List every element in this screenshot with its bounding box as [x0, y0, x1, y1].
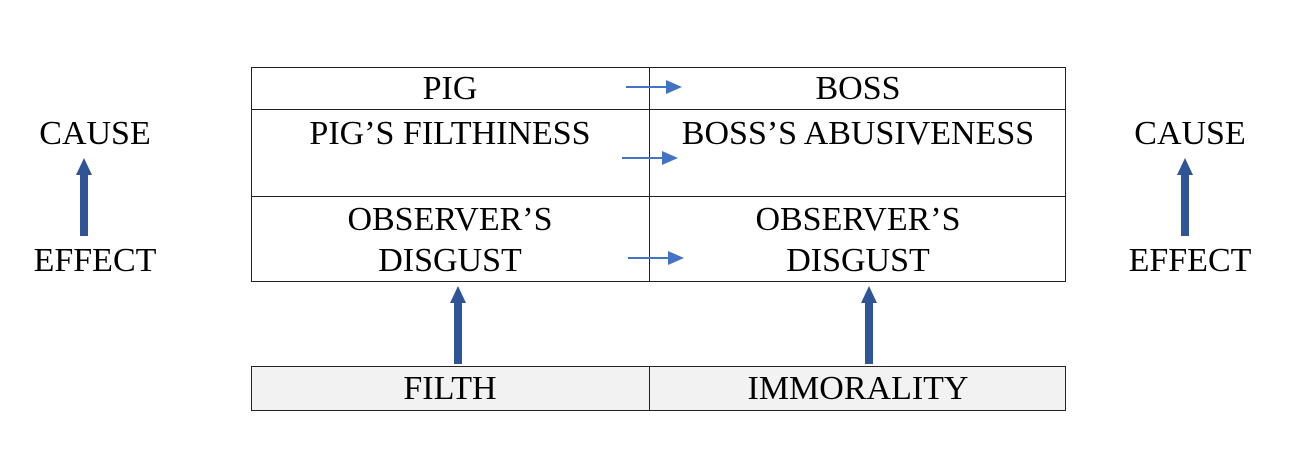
bottom-table-column-divider — [649, 366, 650, 411]
bottom-table-fill — [252, 367, 1065, 410]
arrow-right-icon — [626, 80, 682, 94]
main-table — [251, 67, 1066, 282]
header-boss: BOSS — [815, 70, 901, 107]
cause-boss-abusiveness: BOSS’S ABUSIVENESS — [681, 115, 1035, 152]
bottom-filth: FILTH — [403, 370, 497, 407]
arrow-up-icon — [861, 286, 877, 364]
bottom-immorality: IMMORALITY — [747, 370, 969, 407]
arrow-up-icon — [1177, 158, 1193, 236]
right-effect-label: EFFECT — [1128, 242, 1252, 279]
effect-left-line1: OBSERVER’S — [347, 201, 553, 238]
cause-pig-filthiness: PIG’S FILTHINESS — [309, 115, 591, 152]
main-table-column-divider — [649, 67, 650, 282]
bottom-table — [251, 366, 1066, 411]
left-cause-label: CAUSE — [39, 115, 151, 152]
arrow-up-icon — [450, 286, 466, 364]
arrow-right-icon — [622, 151, 678, 165]
arrow-right-icon — [628, 251, 684, 265]
effect-right-line2: DISGUST — [786, 242, 930, 279]
effect-left-line2: DISGUST — [378, 242, 522, 279]
main-table-header-divider — [251, 109, 1066, 110]
arrow-up-icon — [76, 158, 92, 236]
main-table-row-divider — [251, 196, 1066, 197]
left-effect-label: EFFECT — [33, 242, 157, 279]
header-pig: PIG — [422, 70, 478, 107]
right-cause-label: CAUSE — [1134, 115, 1246, 152]
effect-right-line1: OBSERVER’S — [755, 201, 961, 238]
